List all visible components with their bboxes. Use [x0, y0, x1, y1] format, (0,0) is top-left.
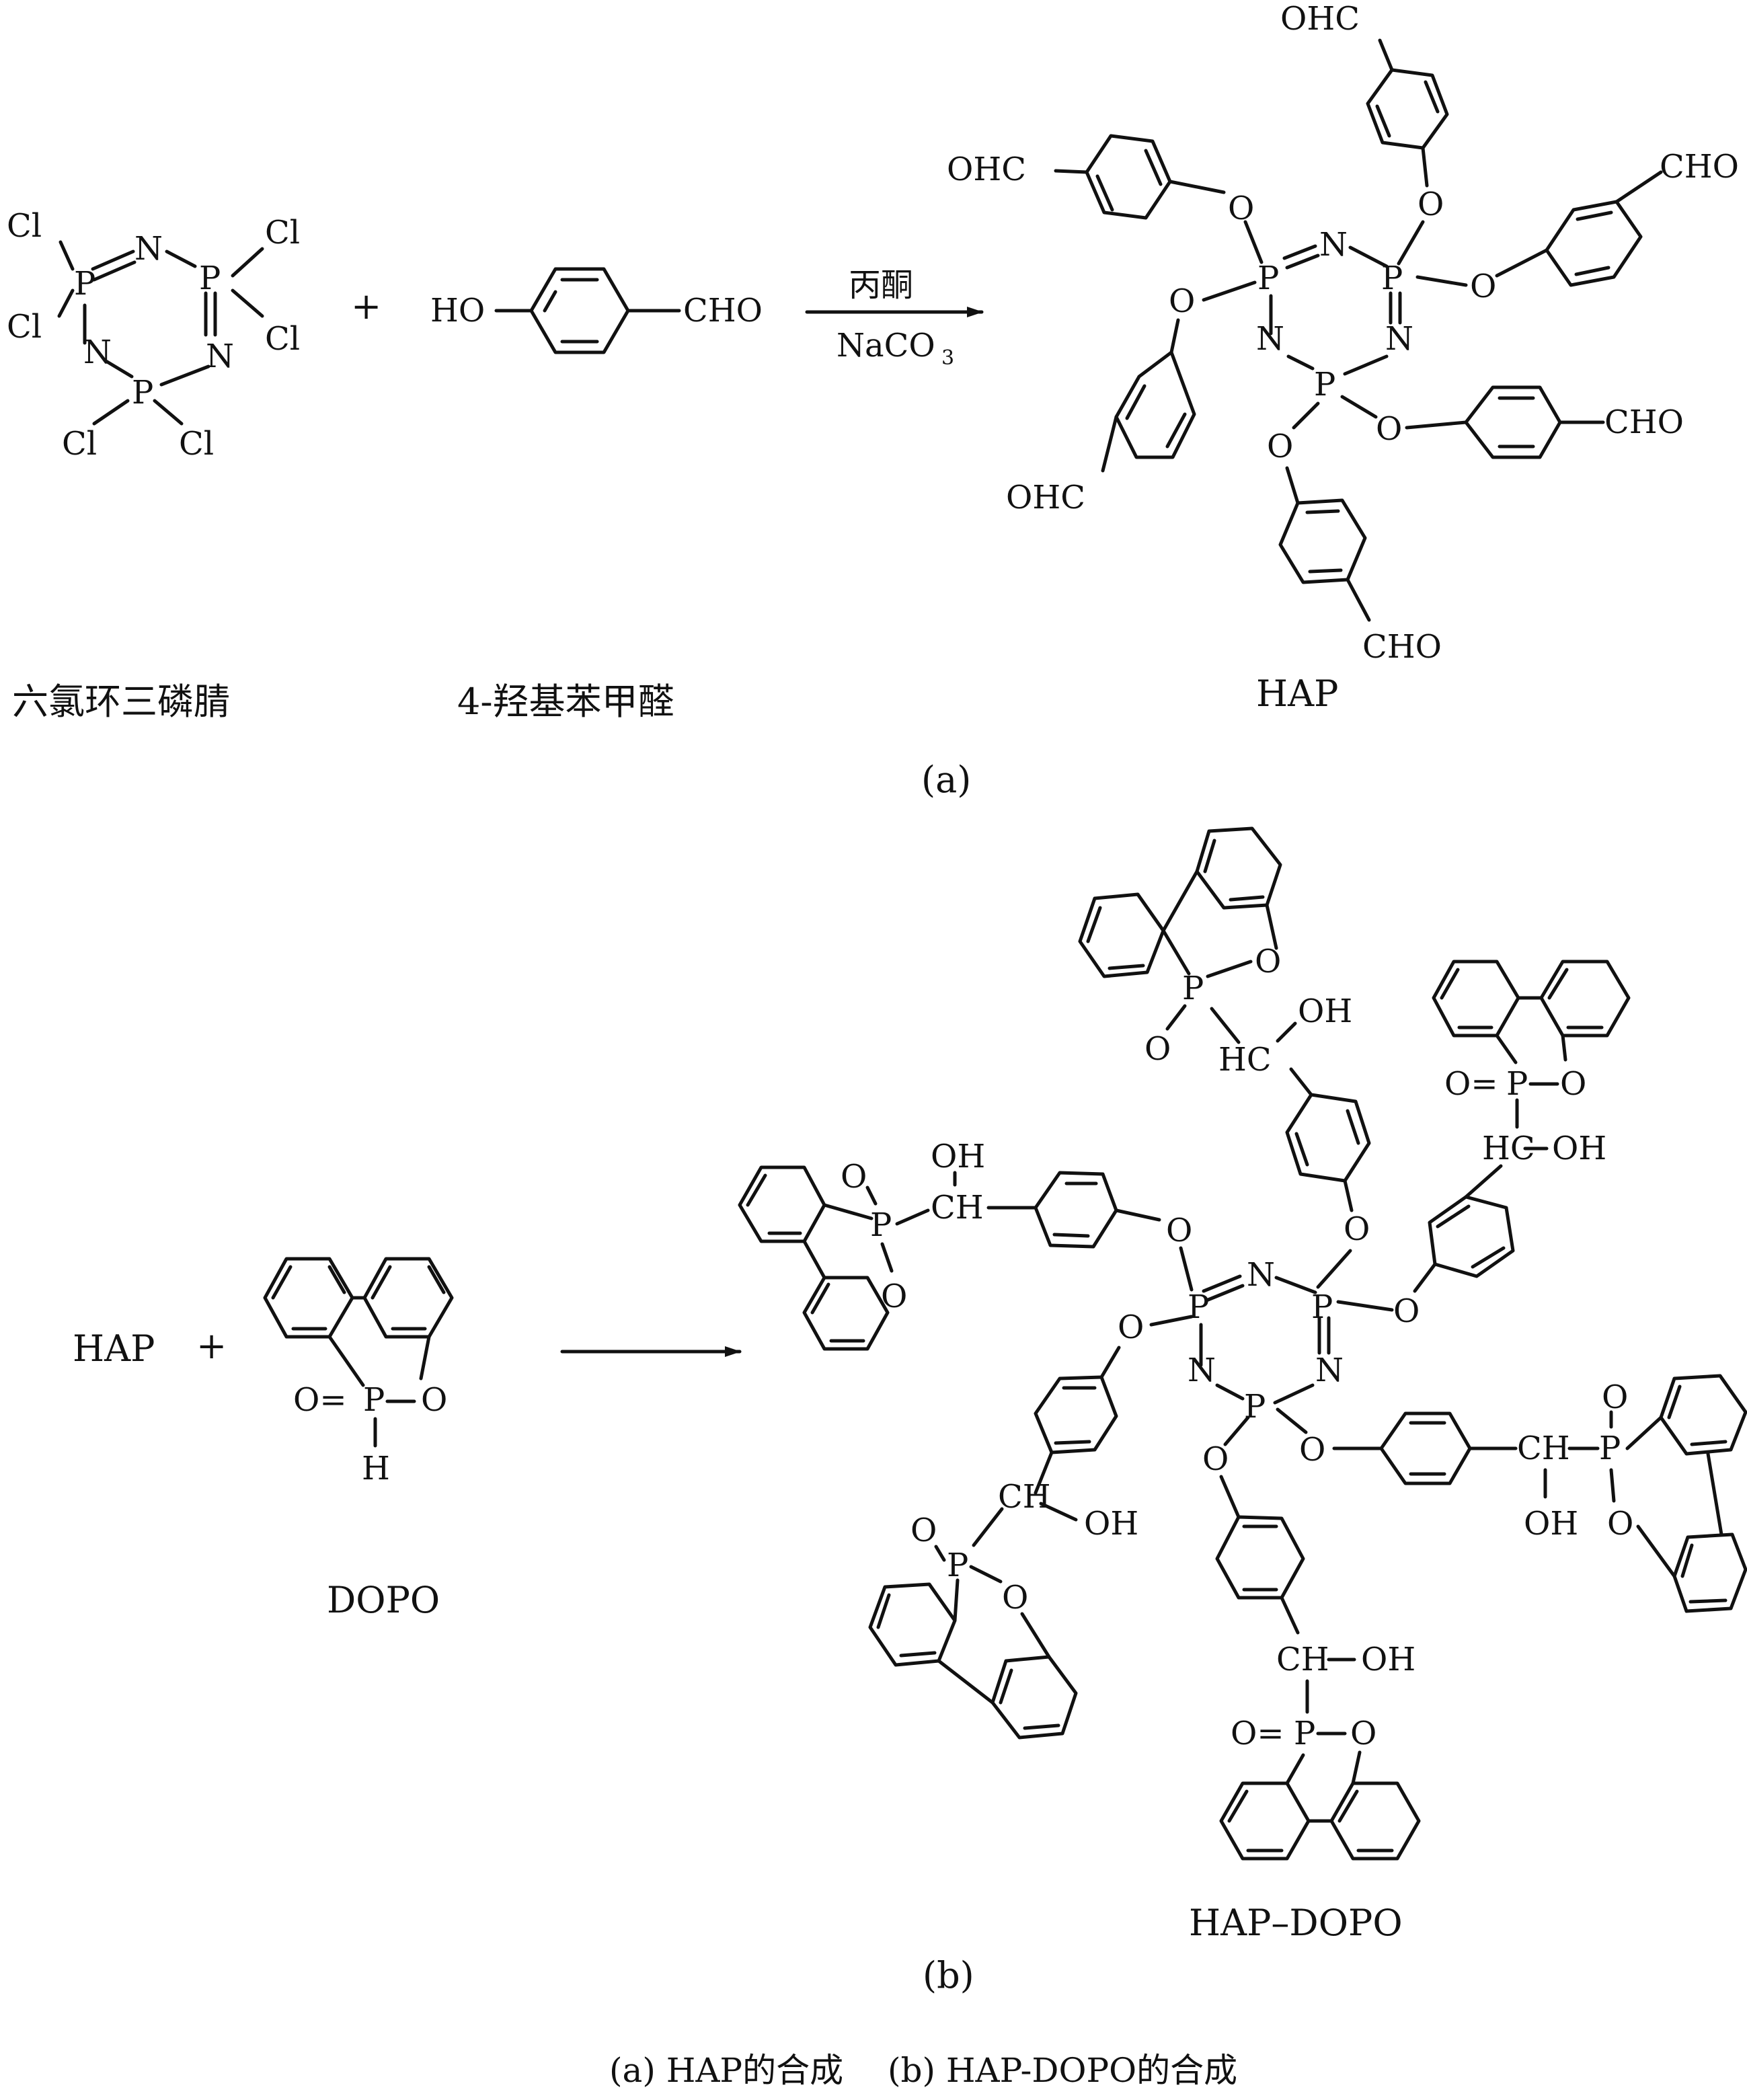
cho-group: CHO [683, 292, 763, 329]
n-atom: N [1319, 226, 1348, 264]
oh-group: OH [1298, 993, 1352, 1030]
n-atom: N [1256, 320, 1284, 358]
cl-atom: Cl [265, 214, 300, 251]
o-atom: O [1602, 1378, 1628, 1416]
cl-atom: Cl [265, 320, 300, 358]
o-atom: O [1299, 1431, 1325, 1469]
p-atom: P [74, 265, 95, 303]
panel-label-a: (a) [921, 759, 971, 801]
oh-group: OH [1084, 1505, 1138, 1543]
reactant2-name: 4-羟基苯甲醛 [457, 680, 674, 723]
panel-a: P N P N P N Cl Cl Cl Cl Cl Cl + HO CHO [7, 0, 1739, 801]
o-atom: O [1344, 1210, 1370, 1248]
o-eq: O= [293, 1381, 347, 1419]
dopo-name: DOPO [327, 1579, 440, 1621]
p-atom: P [947, 1547, 968, 1584]
oh-group: OH [1524, 1505, 1578, 1543]
n-atom: N [134, 230, 163, 268]
o-atom: O [1118, 1309, 1144, 1346]
o-eq: O= [1444, 1065, 1498, 1103]
o-atom: O [910, 1512, 937, 1549]
p-atom: P [1311, 1288, 1333, 1326]
hexachlorocyclotriphosphazene: P N P N P N Cl Cl Cl Cl Cl Cl [7, 207, 300, 463]
n-atom: N [1315, 1352, 1344, 1389]
cho-group: CHO [1660, 148, 1739, 186]
p-atom: P [199, 260, 221, 297]
hap-structure: P N P N P N O OHC O OHC O [947, 0, 1739, 666]
ch-group: CH [1517, 1430, 1570, 1467]
p-atom: P [1182, 970, 1204, 1007]
n-atom: N [1385, 320, 1413, 358]
base-subscript: 3 [941, 346, 954, 370]
solvent-label: 丙酮 [849, 266, 913, 304]
n-atom: N [1247, 1256, 1275, 1294]
o-atom: O [1002, 1579, 1028, 1617]
plus-sign: + [196, 1325, 227, 1367]
ohc-group: OHC [1006, 479, 1085, 516]
product-name: HAP [1256, 672, 1338, 715]
panel-label-b: (b) [923, 1954, 974, 1996]
cl-atom: Cl [7, 207, 42, 245]
o-atom: O [1144, 1030, 1171, 1068]
n-atom: N [206, 338, 234, 375]
ho-group: HO [430, 292, 485, 329]
o-atom: O [1607, 1505, 1633, 1543]
reaction-arrow-a: 丙酮 NaCO 3 [805, 266, 984, 370]
ch-group: CH [931, 1189, 984, 1227]
cl-atom: Cl [7, 308, 42, 346]
p-atom: P [363, 1381, 385, 1419]
cho-group: CHO [1604, 403, 1684, 441]
ch-group: CH [998, 1478, 1051, 1516]
oh-group: OH [931, 1138, 985, 1175]
oh-group: OH [1361, 1641, 1415, 1678]
hap-reactant-label: HAP [73, 1327, 155, 1370]
hap-dopo-structure: P N P N P N O CH OH P O O [738, 826, 1747, 1861]
o-atom: O [1560, 1065, 1586, 1103]
p-atom: P [1188, 1288, 1209, 1326]
o-atom: O [1418, 186, 1444, 223]
figure-caption: (a) HAP的合成 (b) HAP-DOPO的合成 [609, 2051, 1237, 2090]
p-atom: P [132, 374, 153, 412]
cl-atom: Cl [62, 425, 97, 463]
o-atom: O [1350, 1715, 1376, 1752]
ohc-group: OHC [1280, 0, 1360, 38]
o-atom: O [1393, 1292, 1420, 1330]
panel-b: HAP + O= P O H DOPO [73, 826, 1747, 1996]
o-atom: O [1169, 282, 1195, 320]
p-atom: P [870, 1206, 892, 1244]
product-name: HAP–DOPO [1189, 1902, 1403, 1944]
cho-group: CHO [1362, 628, 1442, 666]
h-atom: H [362, 1450, 390, 1487]
n-atom: N [1188, 1352, 1216, 1389]
o-atom: O [1202, 1440, 1229, 1478]
o-atom: O [1376, 410, 1402, 448]
p-atom: P [1381, 260, 1403, 297]
dopo-structure: O= P O H DOPO [263, 1257, 454, 1621]
p-atom: P [1599, 1430, 1621, 1467]
hc-group: HC [1218, 1041, 1272, 1079]
plus-sign: + [351, 285, 381, 327]
p-atom: P [1314, 366, 1335, 403]
o-atom: O [1267, 428, 1293, 465]
o-atom: O [421, 1381, 447, 1419]
ohc-group: OHC [947, 151, 1026, 188]
o-atom: O [1470, 268, 1496, 305]
o-eq: O= [1231, 1715, 1284, 1752]
o-atom: O [841, 1158, 867, 1196]
reactant1-name: 六氯环三磷腈 [12, 680, 230, 723]
base-label: NaCO [837, 327, 935, 364]
cl-atom: Cl [179, 425, 214, 463]
p-atom: P [1257, 260, 1279, 297]
o-atom: O [1166, 1212, 1192, 1249]
oh-group: OH [1552, 1130, 1606, 1167]
n-atom: N [83, 334, 112, 371]
p-atom: P [1506, 1065, 1528, 1103]
o-atom: O [1228, 190, 1254, 227]
p-atom: P [1294, 1715, 1315, 1752]
hydroxybenzaldehyde: HO CHO [430, 267, 763, 354]
ch-group: CH [1276, 1641, 1329, 1678]
